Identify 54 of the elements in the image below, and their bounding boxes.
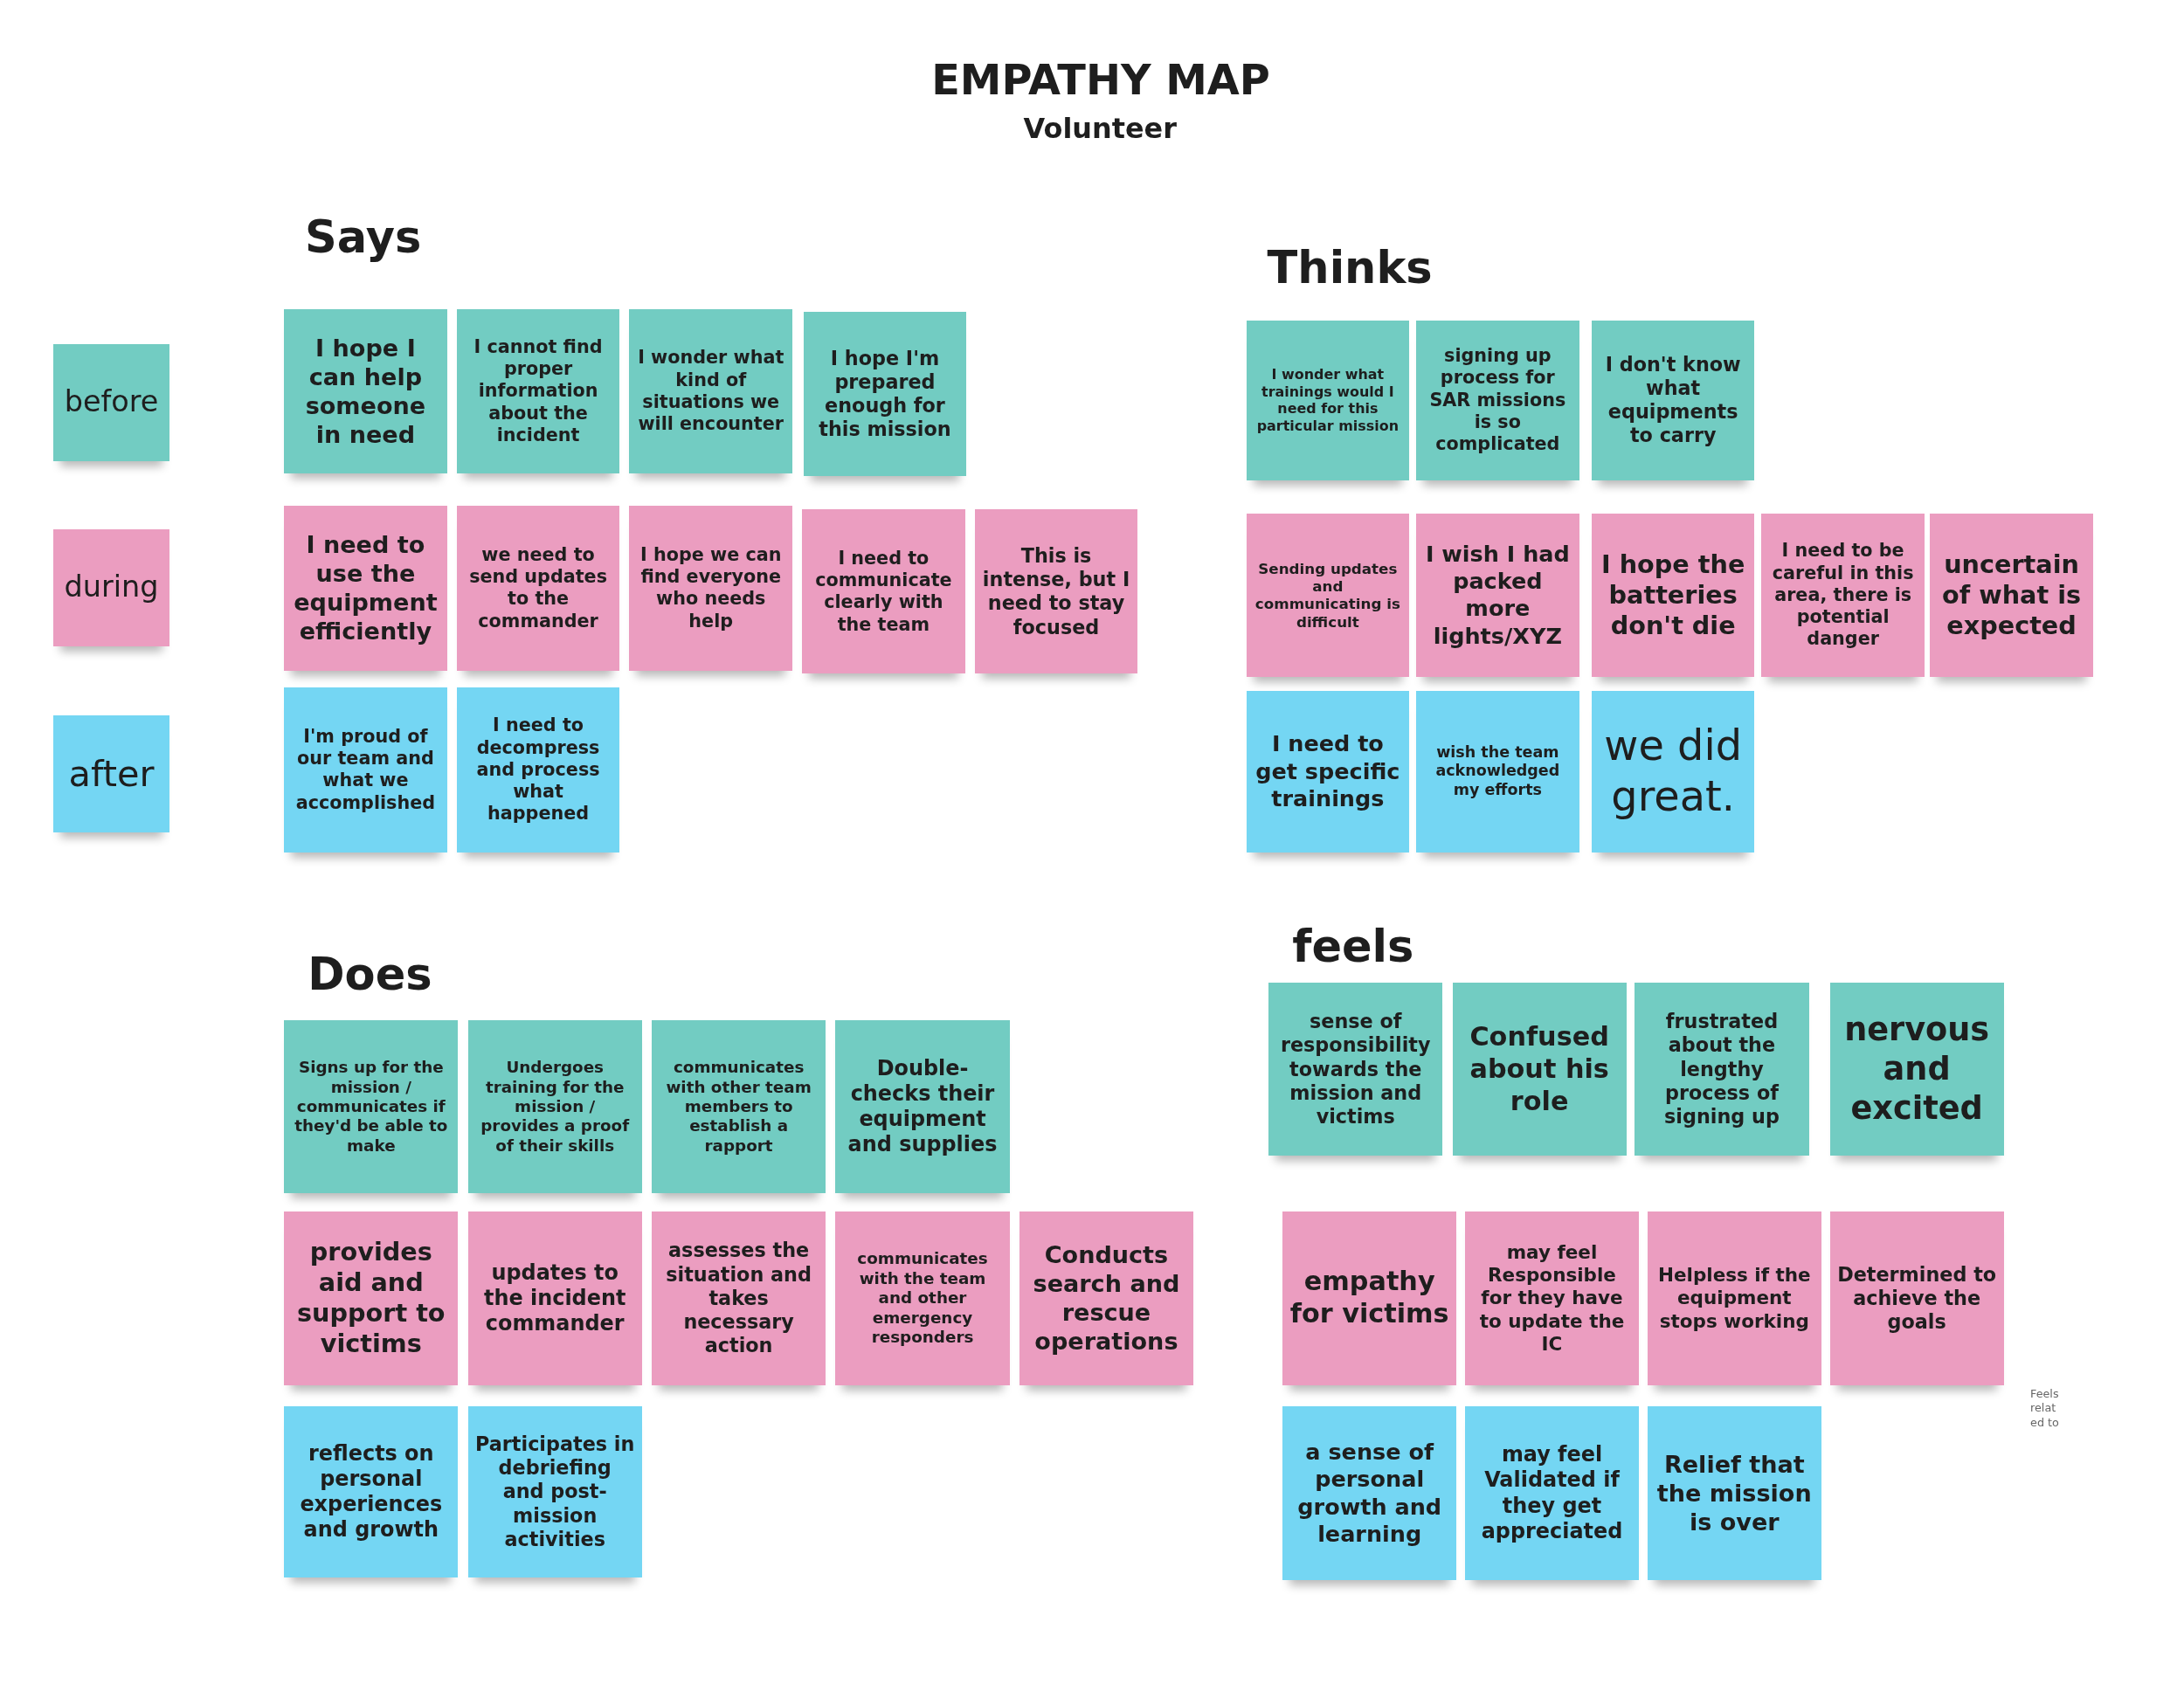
section-heading: Says [305,211,422,264]
sticky-note: Double-checks their equipment and supplies [835,1020,1010,1194]
sticky-note: Sending updates and communicating is difficult [1246,514,1410,677]
legend-label: during [64,569,159,606]
sticky-note: I need to get specific trainings [1246,690,1410,852]
sticky-note: I wonder what kind of situations we will encounter [629,308,792,473]
sticky-note: This is intense, but I need to stay focused [974,509,1138,674]
sticky-note: uncertain of what is expected [1930,514,2093,677]
sticky-note: reflects on personal experiences and growth [284,1405,459,1577]
sticky-note: sense of responsibility towards the mission and victims [1268,983,1443,1156]
legend-label: before [64,384,159,421]
title: EMPATHY MAP [930,55,1271,104]
sticky-note: we need to send updates to the commander [456,505,620,672]
section-heading: feels [1292,920,1414,972]
sticky-note: Signs up for the mission / communicates if they'd be able to make [284,1020,459,1194]
legend-label: after [68,752,155,797]
sticky-note: I need to use the equipment efficiently [284,505,447,672]
sticky-note: communicates with the team and other emergency responders [835,1211,1010,1385]
sticky-note: I wish I had packed more lights/XYZ [1416,514,1579,677]
sticky-note: I need to be careful in this area, there is potential danger [1761,514,1925,677]
sticky-note: Conducts search and rescue operations [1019,1211,1194,1385]
sticky-note: signing up process for SAR missions is so complicated [1416,320,1579,480]
sticky-note: I need to communicate clearly with the team [802,509,965,674]
section-heading: Thinks [1267,242,1433,294]
sticky-note: I'm proud of our team and what we accomplished [284,687,447,852]
sticky-note: Relief that the mission is over [1647,1405,1821,1581]
sticky-note: Undergoes training for the mission / provides a proof of their skills [467,1020,642,1194]
sticky-note: communicates with other team members to establish a rapport [652,1020,826,1194]
sticky-note: nervous and excited [1829,983,2004,1156]
section-heading: Does [308,948,432,1000]
sticky-note: Confused about his role [1452,983,1627,1156]
sticky-note: I hope the batteries don't die [1591,514,1755,677]
sticky-note: I hope I can help someone in need [284,308,447,473]
subtitle: Volunteer [1022,111,1178,145]
sticky-note: I hope I'm prepared enough for this mission [803,312,967,477]
sticky-note: empathy for victims [1282,1211,1457,1385]
sticky-note: I cannot find proper information about the incident [456,308,620,473]
sticky-note: assesses the situation and takes necessary action [652,1211,826,1385]
sticky-note: updates to the incident commander [467,1211,642,1385]
sticky-note: a sense of personal growth and learning [1282,1405,1457,1581]
sticky-note: I hope we can find everyone who needs help [629,505,792,672]
sticky-note: I need to decompress and process what happened [456,687,620,852]
sticky-note: frustrated about the lengthy process of signing up [1635,983,1809,1156]
sticky-note: I don't know what equipments to carry [1591,320,1755,480]
sticky-note: I wonder what trainings would I need for this particular mission [1246,320,1410,480]
sticky-note: wish the team acknowledged my efforts [1416,690,1579,852]
sticky-note: provides aid and support to victims [284,1211,459,1385]
note-text: Feels relat ed to [2030,1386,2060,1431]
sticky-note: Participates in debriefing and post-mission activities [467,1405,642,1577]
sticky-note: Helpless if the equipment stops working [1647,1211,1821,1385]
sticky-note: we did great. [1591,690,1755,852]
sticky-note: may feel Validated if they get appreciated [1464,1405,1640,1581]
sticky-note: may feel Responsible for they have to update the IC [1464,1211,1640,1385]
sticky-note: Determined to achieve the goals [1829,1211,2004,1385]
